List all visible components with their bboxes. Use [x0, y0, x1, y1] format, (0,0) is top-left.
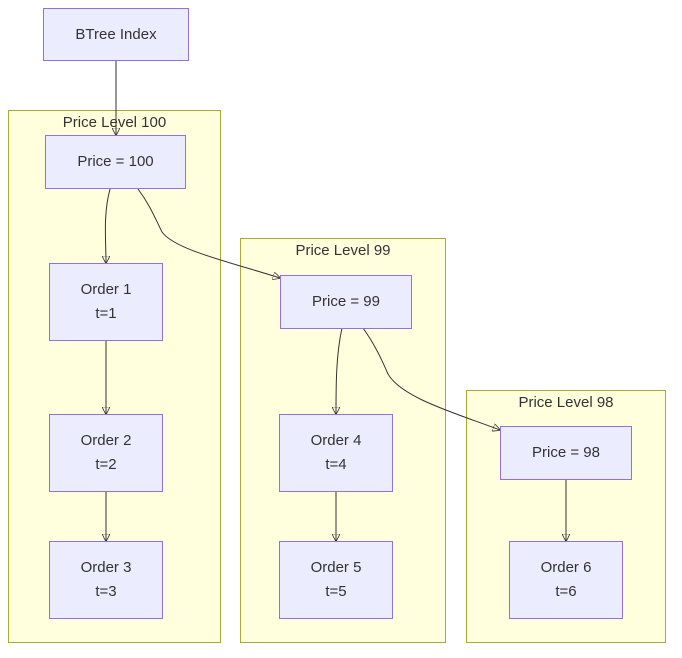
order-name: Order 2	[80, 432, 132, 449]
order-name: Order 5	[310, 559, 362, 576]
btree-index-node: BTree Index	[43, 8, 189, 61]
order-time: t=2	[95, 456, 117, 473]
node-label: Price = 98	[532, 444, 600, 461]
order-name: Order 6	[540, 559, 592, 576]
order-node-3: Order 3 t=3	[49, 541, 163, 619]
order-node-5: Order 5 t=5	[279, 541, 393, 619]
group-title: Price Level 100	[62, 114, 167, 131]
price-node-98: Price = 98	[500, 426, 632, 480]
order-node-1: Order 1 t=1	[49, 263, 163, 341]
order-name: Order 4	[310, 432, 362, 449]
node-label: Price = 100	[77, 153, 154, 170]
order-time: t=3	[95, 583, 117, 600]
price-node-100: Price = 100	[45, 135, 186, 189]
order-time: t=6	[555, 583, 577, 600]
group-title: Price Level 99	[295, 242, 391, 259]
order-name: Order 3	[80, 559, 132, 576]
order-time: t=1	[95, 305, 117, 322]
price-node-99: Price = 99	[280, 275, 412, 329]
order-node-6: Order 6 t=6	[509, 541, 623, 619]
group-title: Price Level 98	[518, 394, 614, 411]
order-node-2: Order 2 t=2	[49, 414, 163, 492]
order-node-4: Order 4 t=4	[279, 414, 393, 492]
order-time: t=4	[325, 456, 347, 473]
order-name: Order 1	[80, 281, 132, 298]
order-time: t=5	[325, 583, 347, 600]
node-label: Price = 99	[312, 293, 380, 310]
node-label: BTree Index	[75, 25, 157, 43]
